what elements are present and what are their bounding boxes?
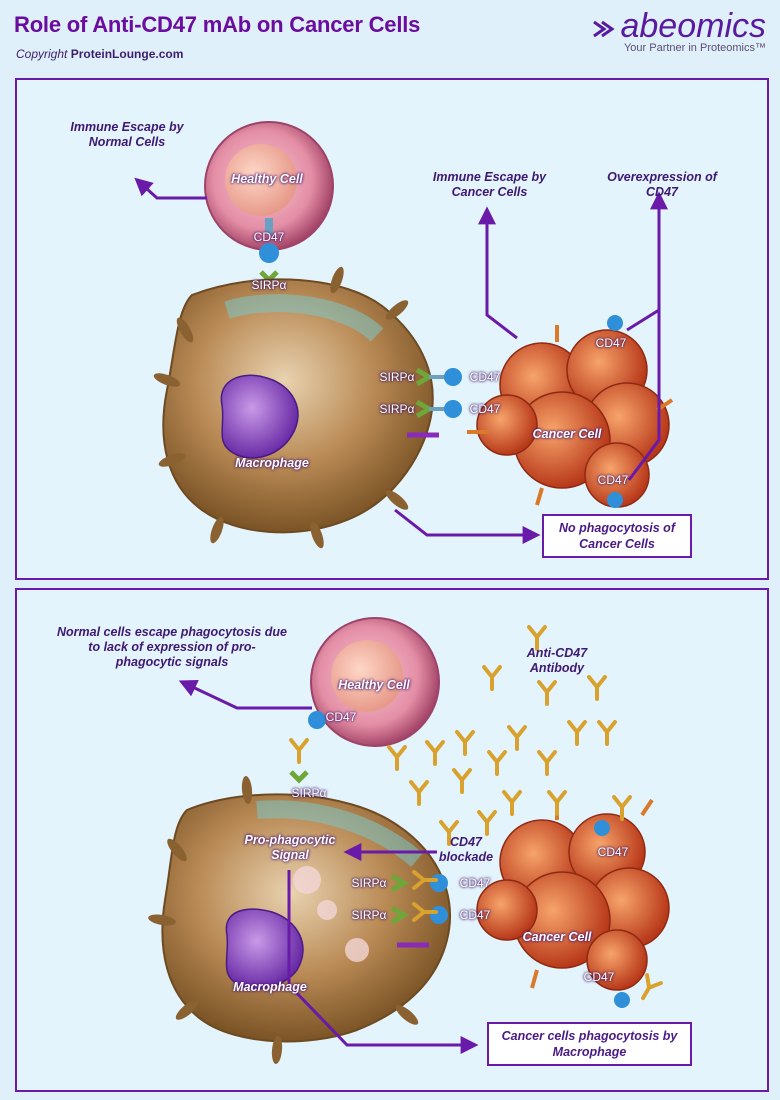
- panel-anti-cd47: Normal cells escape phagocytosis due to …: [15, 588, 769, 1092]
- label-immune-escape-normal: Immune Escape by Normal Cells: [70, 120, 184, 149]
- cd47-on-cancer-bottom-2: [614, 992, 630, 1008]
- label-macrophage-2: Macrophage: [233, 980, 307, 994]
- sirpa-cd47-blocked-1: [390, 870, 448, 893]
- healthy-cell-2: [310, 617, 440, 747]
- label-immune-escape-cancer: Immune Escape by Cancer Cells: [432, 170, 547, 199]
- sirpa-receptor-top-2: [289, 770, 309, 784]
- healthy-cell: [204, 121, 334, 251]
- box-no-phagocytosis: No phagocytosis of Cancer Cells: [542, 514, 692, 558]
- label-normal-escape: Normal cells escape phagocytosis due to …: [57, 625, 287, 669]
- cd47-on-cancer-top: [607, 315, 623, 331]
- label-overexpression: Overexpression of CD47: [607, 170, 717, 199]
- label-cd47-healthy-2: CD47: [325, 710, 357, 724]
- macrophage-2: [148, 776, 451, 1064]
- label-cd47-cancer-top: CD47: [595, 336, 627, 350]
- cd47-receptor-healthy-2: [308, 711, 326, 729]
- panel2-illustration: [148, 617, 670, 1064]
- logo-word: abeomics: [620, 7, 766, 45]
- label-cd47-blocked-1: CD47: [459, 876, 491, 890]
- label-anti-cd47-antibody: Anti-CD47 Antibody: [526, 646, 588, 675]
- label-pro-phagocytic-signal: Pro-phagocytic Signal: [244, 833, 336, 862]
- arrow-normal-escape: [178, 680, 312, 710]
- label-sirpa-top: SIRPα: [251, 278, 287, 292]
- sirpa-cd47-blocked-2: [390, 902, 448, 925]
- label-cd47-blockade: CD47 blockade: [438, 835, 494, 864]
- label-sirpa-top-2: SIRPα: [291, 786, 327, 800]
- cancer-cell-cluster-2: [476, 813, 670, 991]
- label-cd47-cancer-top-2: CD47: [597, 845, 629, 859]
- antibody-on-healthy: [289, 738, 309, 764]
- label-cancer-cell-2: Cancer Cell: [522, 930, 592, 944]
- sirpa-cd47-pair-1: [415, 367, 462, 387]
- label-healthy-cell-2: Healthy Cell: [338, 678, 410, 692]
- cd47-stalk-healthy: [265, 218, 273, 234]
- label-cd47-cancer-bottom-2: CD47: [583, 970, 615, 984]
- copyright-line: Copyright ProteinLounge.com: [16, 47, 183, 61]
- arrow-immune-escape-normal: [134, 177, 207, 200]
- panel-immune-escape: Immune Escape by Normal Cells Healthy Ce…: [15, 78, 769, 580]
- cancer-cell-cluster: [476, 329, 670, 508]
- label-sirpa-blocked-1: SIRPα: [351, 876, 387, 890]
- label-macrophage: Macrophage: [235, 456, 309, 470]
- arrow-overexpression: [626, 191, 668, 332]
- macrophage: [153, 266, 434, 549]
- arrow-phagocytosis: [287, 870, 479, 1054]
- label-healthy-cell: Healthy Cell: [231, 172, 303, 186]
- arrow-overexpression-lower: [627, 310, 661, 481]
- logo-tagline: Your Partner in Proteomics™: [623, 42, 766, 54]
- label-cd47-1: CD47: [469, 370, 501, 384]
- cd47-on-cancer-top-2: [594, 820, 610, 836]
- copyright-source: ProteinLounge.com: [70, 47, 184, 61]
- label-cd47-2: CD47: [469, 402, 501, 416]
- label-sirpa-1: SIRPα: [379, 370, 415, 384]
- box-cancer-phagocytosis: Cancer cells phagocytosis by Macrophage: [487, 1022, 692, 1066]
- logo-mark-icon: [593, 20, 616, 38]
- copyright-prefix: Copyright: [16, 47, 71, 61]
- label-cd47-blocked-2: CD47: [459, 908, 491, 922]
- panel1-illustration: [134, 121, 674, 549]
- label-cd47-healthy: CD47: [253, 230, 285, 244]
- cd47-on-cancer-bottom: [607, 492, 623, 508]
- cancer-spikes: [467, 325, 674, 506]
- arrow-immune-escape-cancer: [478, 206, 518, 340]
- label-cd47-cancer-bottom: CD47: [597, 473, 629, 487]
- label-sirpa-2: SIRPα: [379, 402, 415, 416]
- arrow-no-phagocytosis: [394, 508, 541, 544]
- label-cancer-cell: Cancer Cell: [532, 427, 602, 441]
- label-sirpa-blocked-2: SIRPα: [351, 908, 387, 922]
- sirpa-cd47-pair-2: [415, 399, 462, 419]
- abeomics-logo: abeomics Your Partner in Proteomics™: [593, 7, 766, 54]
- page-title: Role of Anti-CD47 mAb on Cancer Cells: [14, 12, 421, 37]
- cd47-receptor-healthy: [259, 243, 279, 263]
